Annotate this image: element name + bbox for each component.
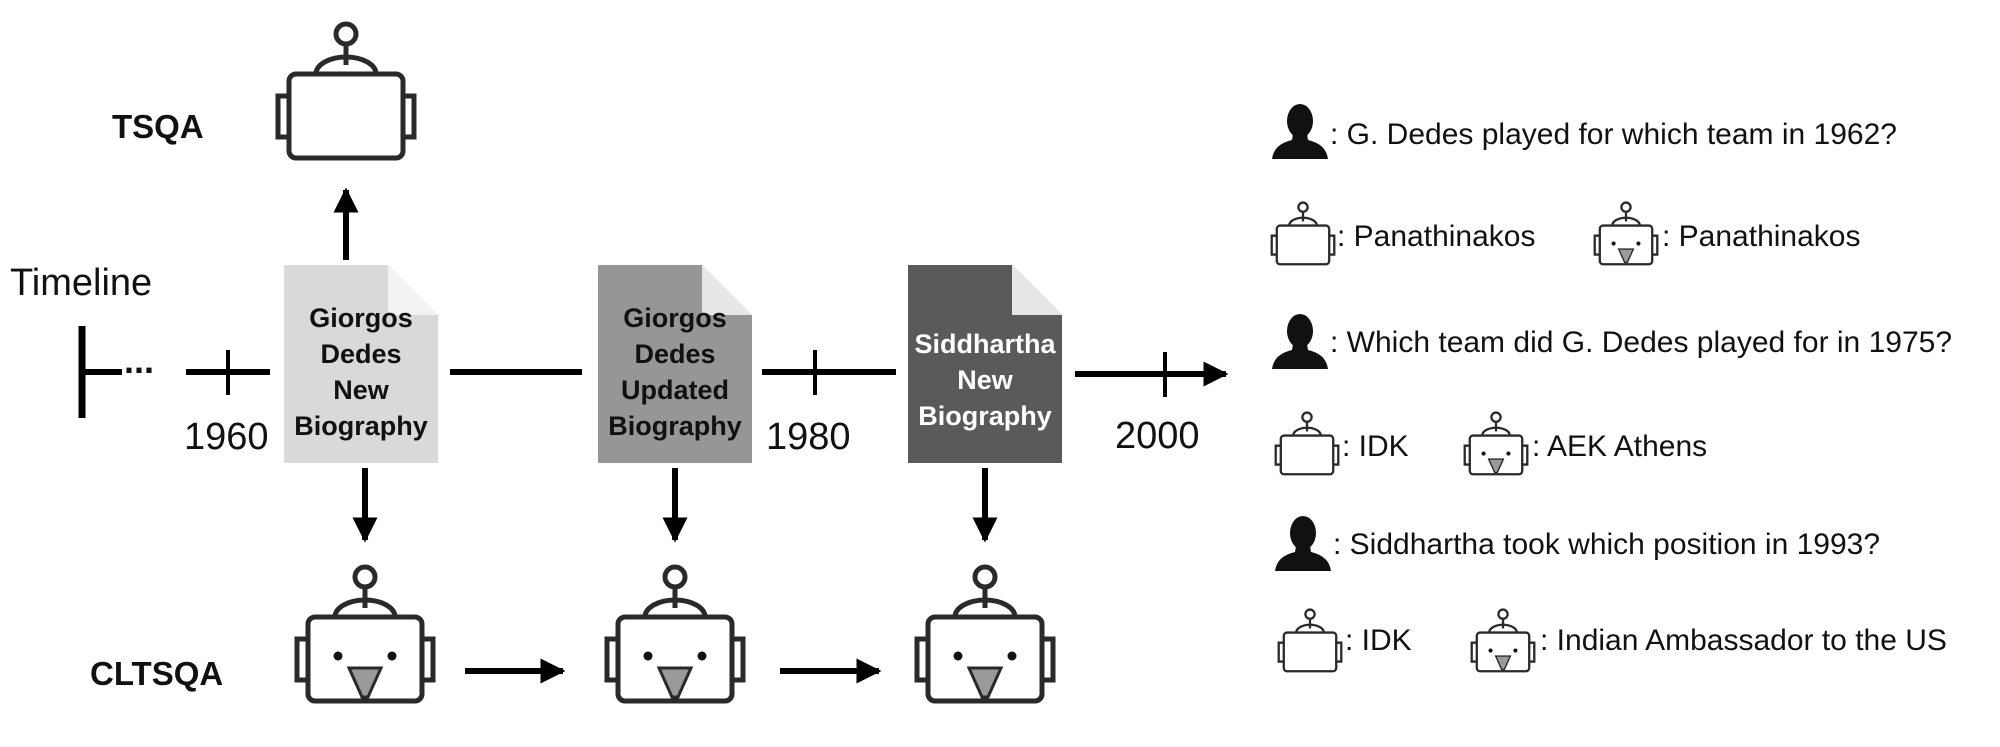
question-2: : Which team did G. Dedes played for in …: [1330, 326, 1953, 359]
year-label-1980: 1980: [766, 416, 851, 458]
tsqa-answer-3: : IDK: [1345, 624, 1412, 657]
cltsqa-answer-1: : Panathinakos: [1662, 220, 1861, 253]
user-silhouette-icon: [1272, 314, 1328, 369]
timeline-ellipsis: ...: [124, 340, 155, 381]
tsqa-label: TSQA: [112, 108, 204, 145]
tsqa-answer-2: : IDK: [1342, 430, 1409, 463]
plain-robot-icon: [1274, 411, 1340, 476]
beaked-robot-icon: [917, 567, 1053, 701]
beaked-robot-icon: [1465, 413, 1528, 475]
beaked-robot-icon: [1472, 610, 1535, 672]
cltsqa-answer-3: : Indian Ambassador to the US: [1540, 624, 1947, 657]
timeline-label: Timeline: [10, 262, 153, 304]
year-label-1960: 1960: [184, 416, 269, 458]
plain-robot-icon: [278, 24, 414, 158]
user-silhouette-icon: [1272, 104, 1328, 159]
cltsqa-answer-2: : AEK Athens: [1532, 430, 1708, 463]
beaked-robot-icon: [1595, 203, 1658, 265]
document-3-title: Siddhartha New Biography: [914, 329, 1056, 431]
tsqa-answer-1: : Panathinakos: [1337, 220, 1536, 253]
cltsqa-label: CLTSQA: [90, 655, 224, 692]
question-3: : Siddhartha took which position in 1993…: [1333, 528, 1881, 561]
document-1-title: Giorgos Dedes New Biography: [294, 303, 428, 441]
user-silhouette-icon: [1275, 516, 1331, 571]
plain-robot-icon: [1270, 201, 1336, 266]
beaked-robot-icon: [607, 567, 743, 701]
document-2-title: Giorgos Dedes Updated Biography: [608, 303, 742, 441]
timeline: [78, 326, 1229, 418]
beaked-robot-icon: [297, 567, 433, 701]
year-label-2000: 2000: [1115, 415, 1200, 457]
plain-robot-icon: [1277, 608, 1343, 673]
question-1: : G. Dedes played for which team in 1962…: [1330, 118, 1897, 151]
